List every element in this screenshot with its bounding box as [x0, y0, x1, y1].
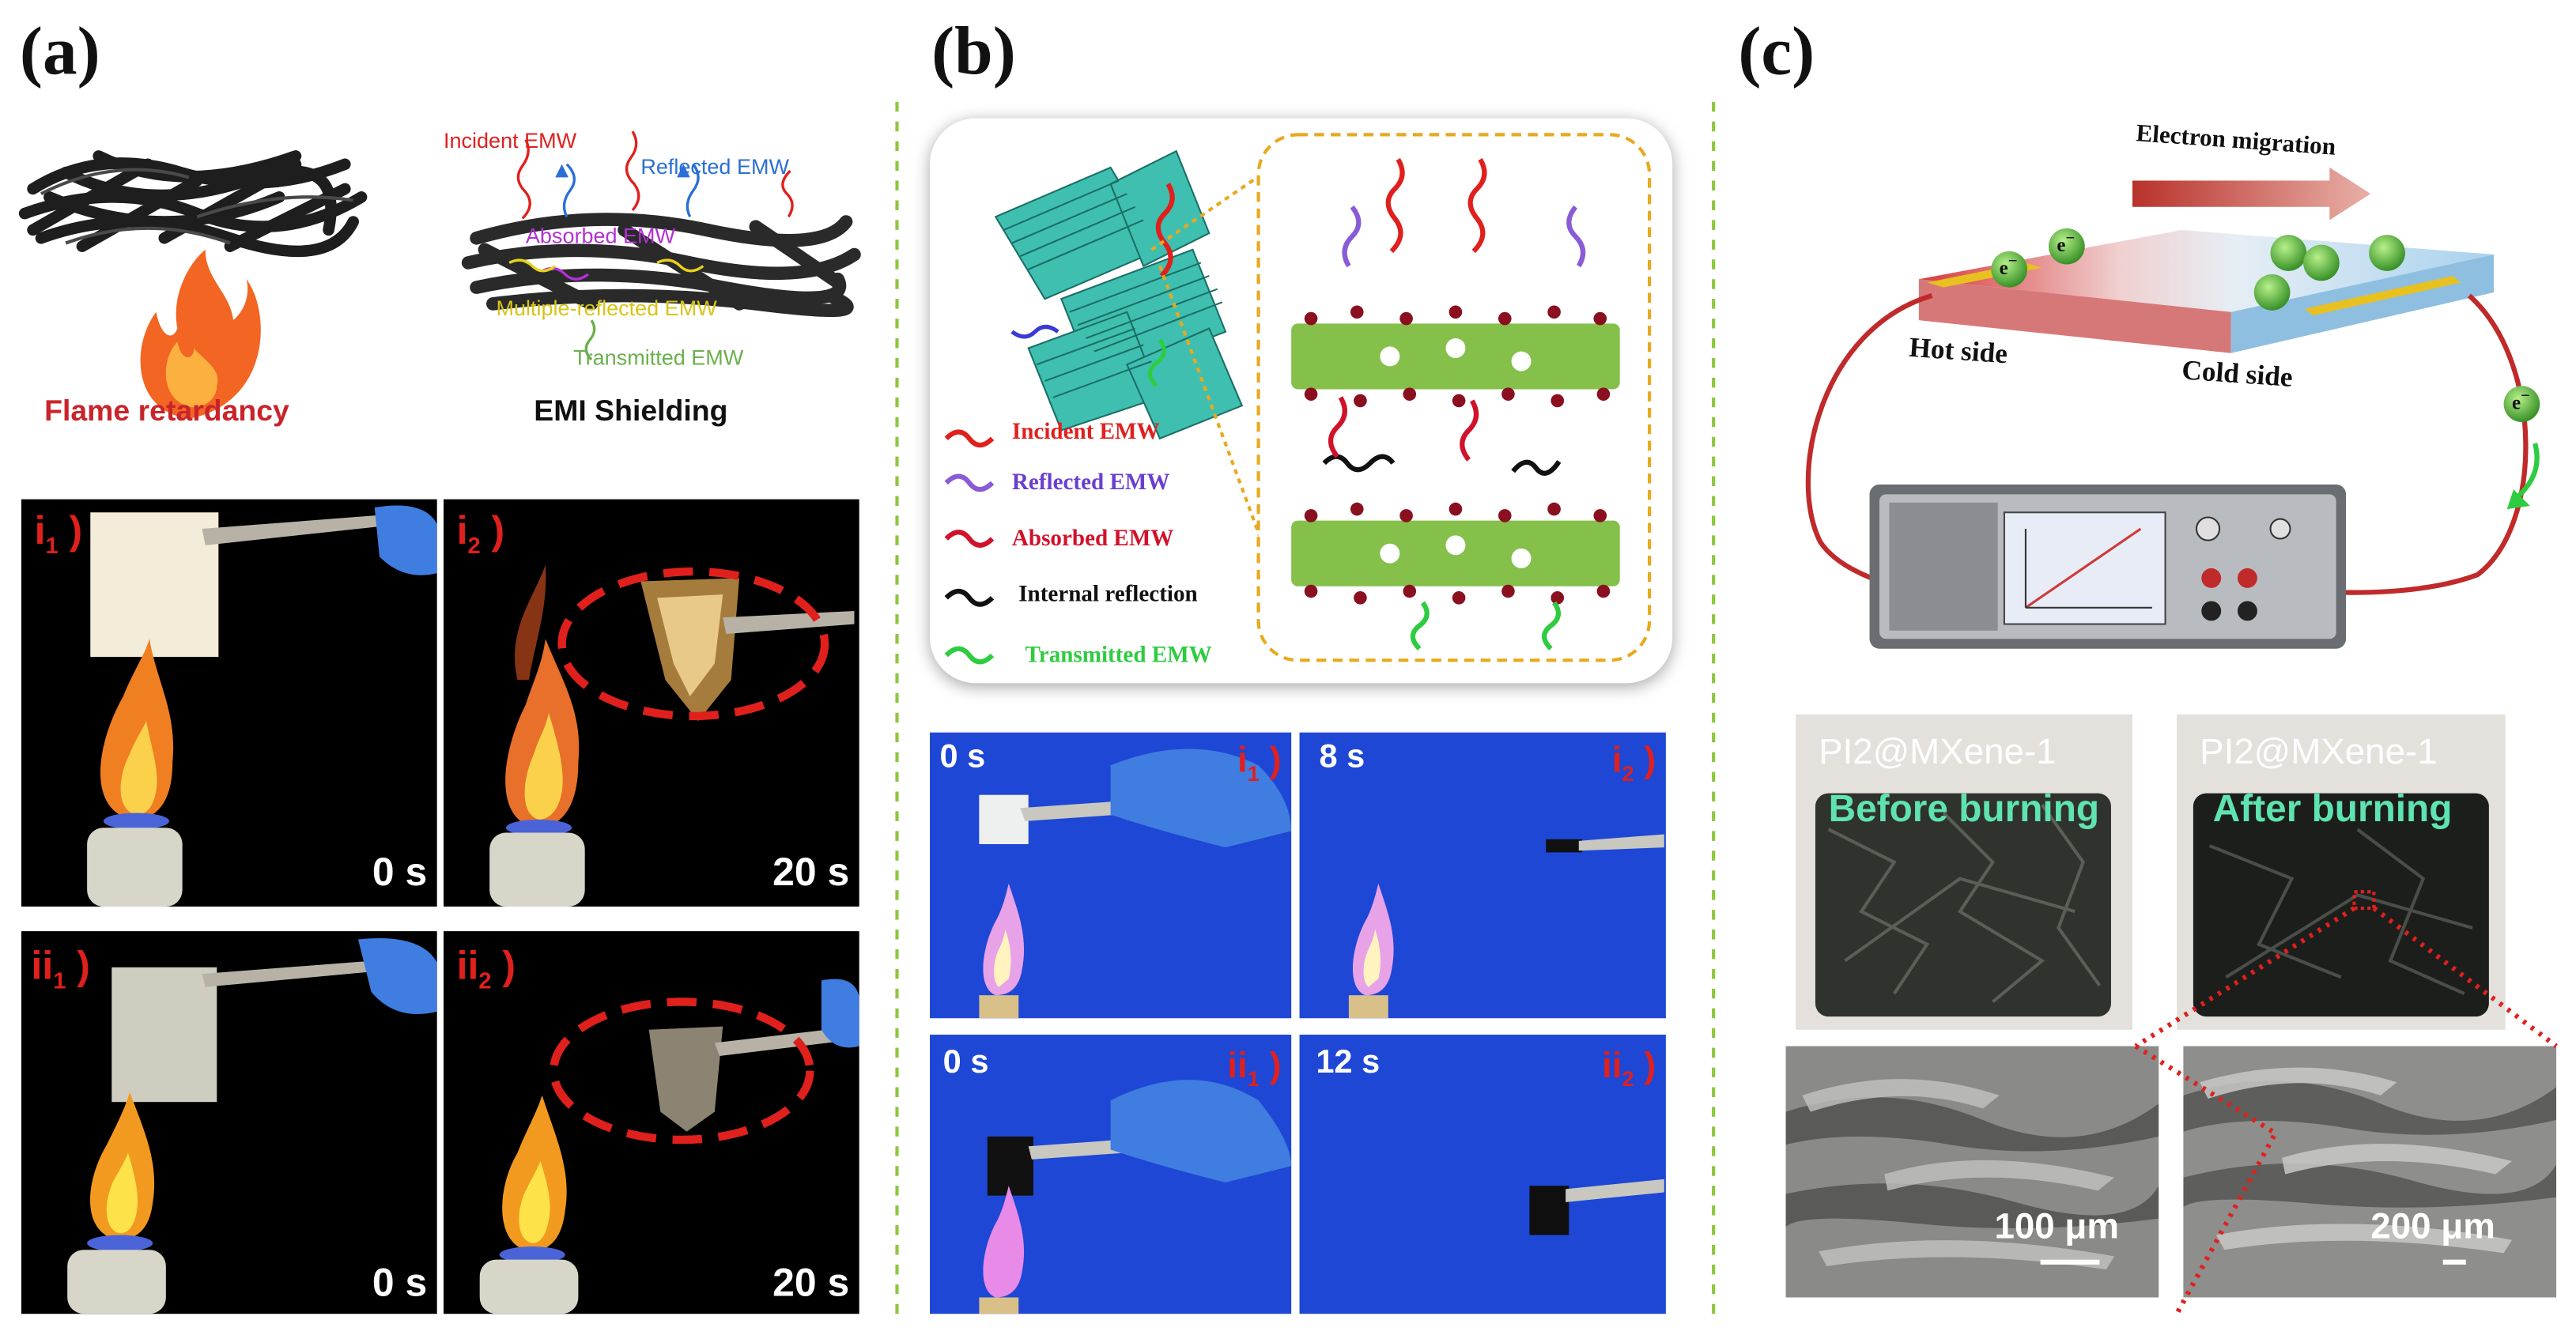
- sample-after-name: PI2@MXene-1: [2200, 730, 2438, 772]
- electron-label-3: e−: [2511, 387, 2530, 414]
- legend-squiggle-transmitted: [944, 646, 995, 665]
- legend-squiggle-absorbed: [944, 530, 995, 548]
- legend-transmitted: Transmitted EMW: [1025, 643, 1212, 669]
- emw-multiple-label: Multiple-reflected EMW: [496, 296, 717, 321]
- photo-b-ii2-time: 12 s: [1316, 1044, 1381, 1081]
- legend-squiggle-reflected: [944, 473, 995, 492]
- photo-a-i1: i1 ) 0 s: [21, 499, 437, 907]
- legend-squiggle-incident: [944, 429, 995, 448]
- wire-right: [2313, 293, 2529, 595]
- molecular-layer-bottom: [1291, 502, 1620, 605]
- scale-bar-right-label: 200 μm: [2370, 1205, 2495, 1247]
- photo-b-ii2-tag: ii2 ): [1602, 1044, 1656, 1092]
- photo-b-i1-time: 0 s: [939, 739, 986, 775]
- photo-a-ii2-tag: ii2 ): [456, 944, 516, 994]
- panel-c-label: (c): [1738, 14, 1815, 91]
- scale-bar-right: [2442, 1259, 2466, 1265]
- photo-b-i2-time: 8 s: [1319, 739, 1365, 775]
- photo-a-ii1: ii1 ) 0 s: [21, 931, 437, 1314]
- sample-before-state: Before burning: [1828, 786, 2100, 830]
- reflected-wave-1: [562, 163, 576, 218]
- emw-transmitted-label: Transmitted EMW: [573, 345, 744, 370]
- emw-incident-label: Incident EMW: [444, 128, 577, 153]
- photo-b-i1: 0 s i1 ): [930, 732, 1292, 1019]
- emi-shielding-caption: EMI Shielding: [534, 394, 728, 428]
- reflected-wave-3: [781, 169, 794, 218]
- panel-a-schematics: [18, 130, 861, 419]
- flame-retardancy-caption: Flame retardancy: [44, 394, 289, 428]
- photo-c-before-burning: PI2@MXene-1 Before burning: [1796, 714, 2132, 1030]
- electron-label-2: e−: [2057, 229, 2076, 257]
- legend-absorbed: Absorbed EMW: [1011, 526, 1174, 552]
- fiber-mat-right: [461, 213, 861, 317]
- legend-internal: Internal reflection: [1018, 583, 1198, 608]
- sample-before-name: PI2@MXene-1: [1819, 730, 2057, 772]
- sem-image-left: 100 μm: [1785, 1046, 2159, 1298]
- emw-reflected-label: Reflected EMW: [640, 154, 789, 179]
- electron-group: [1991, 228, 2540, 422]
- photo-b-i1-tag: i1 ): [1237, 739, 1282, 786]
- panel-c-thermoelectric-schematic: [1805, 167, 2540, 649]
- electron-label-1: e−: [1999, 252, 2018, 280]
- photo-b-ii1-tag: ii1 ): [1227, 1044, 1282, 1092]
- reflected-wave-2: [686, 163, 700, 218]
- emw-absorbed-label: Absorbed EMW: [525, 223, 676, 248]
- molecular-layer-top: [1291, 305, 1620, 408]
- photo-a-ii2-time: 20 s: [772, 1261, 850, 1306]
- photo-a-i1-time: 0 s: [372, 850, 428, 896]
- photo-b-i2-tag: i2 ): [1611, 739, 1656, 786]
- photo-b-ii1: 0 s ii1 ): [930, 1035, 1292, 1314]
- panel-b-label: (b): [931, 14, 1016, 91]
- photo-a-ii2: ii2 ) 20 s: [444, 931, 859, 1314]
- legend-squiggle-internal: [944, 588, 995, 607]
- incident-wave-2: [625, 130, 640, 212]
- flame-icon: [140, 249, 261, 419]
- photo-a-ii1-tag: ii1 ): [31, 944, 90, 994]
- photo-b-ii2: 12 s ii2 ): [1299, 1035, 1666, 1314]
- incident-wave-1: [516, 138, 531, 220]
- panel-b-schematic: [944, 133, 1652, 665]
- scale-bar-left-label: 100 μm: [1994, 1205, 2120, 1247]
- photo-b-i2: 8 s i2 ): [1299, 732, 1666, 1019]
- voltmeter-instrument: [1869, 484, 2347, 649]
- photo-a-i2-time: 20 s: [772, 850, 850, 896]
- photo-a-ii1-time: 0 s: [372, 1261, 428, 1306]
- photo-a-i1-tag: i1 ): [31, 509, 86, 559]
- scale-bar-left: [2040, 1259, 2100, 1265]
- photo-a-i2-tag: i2 ): [456, 509, 505, 559]
- panel-a-label: (a): [19, 14, 100, 91]
- electron-migration-arrow: [2132, 167, 2371, 221]
- slab-top: [1918, 229, 2495, 312]
- fiber-mat-left: [18, 150, 368, 258]
- legend-incident: Incident EMW: [1011, 420, 1160, 446]
- sem-image-right: 200 μm: [2183, 1046, 2557, 1298]
- legend-reflected: Reflected EMW: [1011, 471, 1170, 496]
- photo-a-i2: i2 ) 20 s: [444, 499, 859, 907]
- photo-b-ii1-time: 0 s: [942, 1044, 989, 1081]
- sample-after-state: After burning: [2212, 786, 2453, 830]
